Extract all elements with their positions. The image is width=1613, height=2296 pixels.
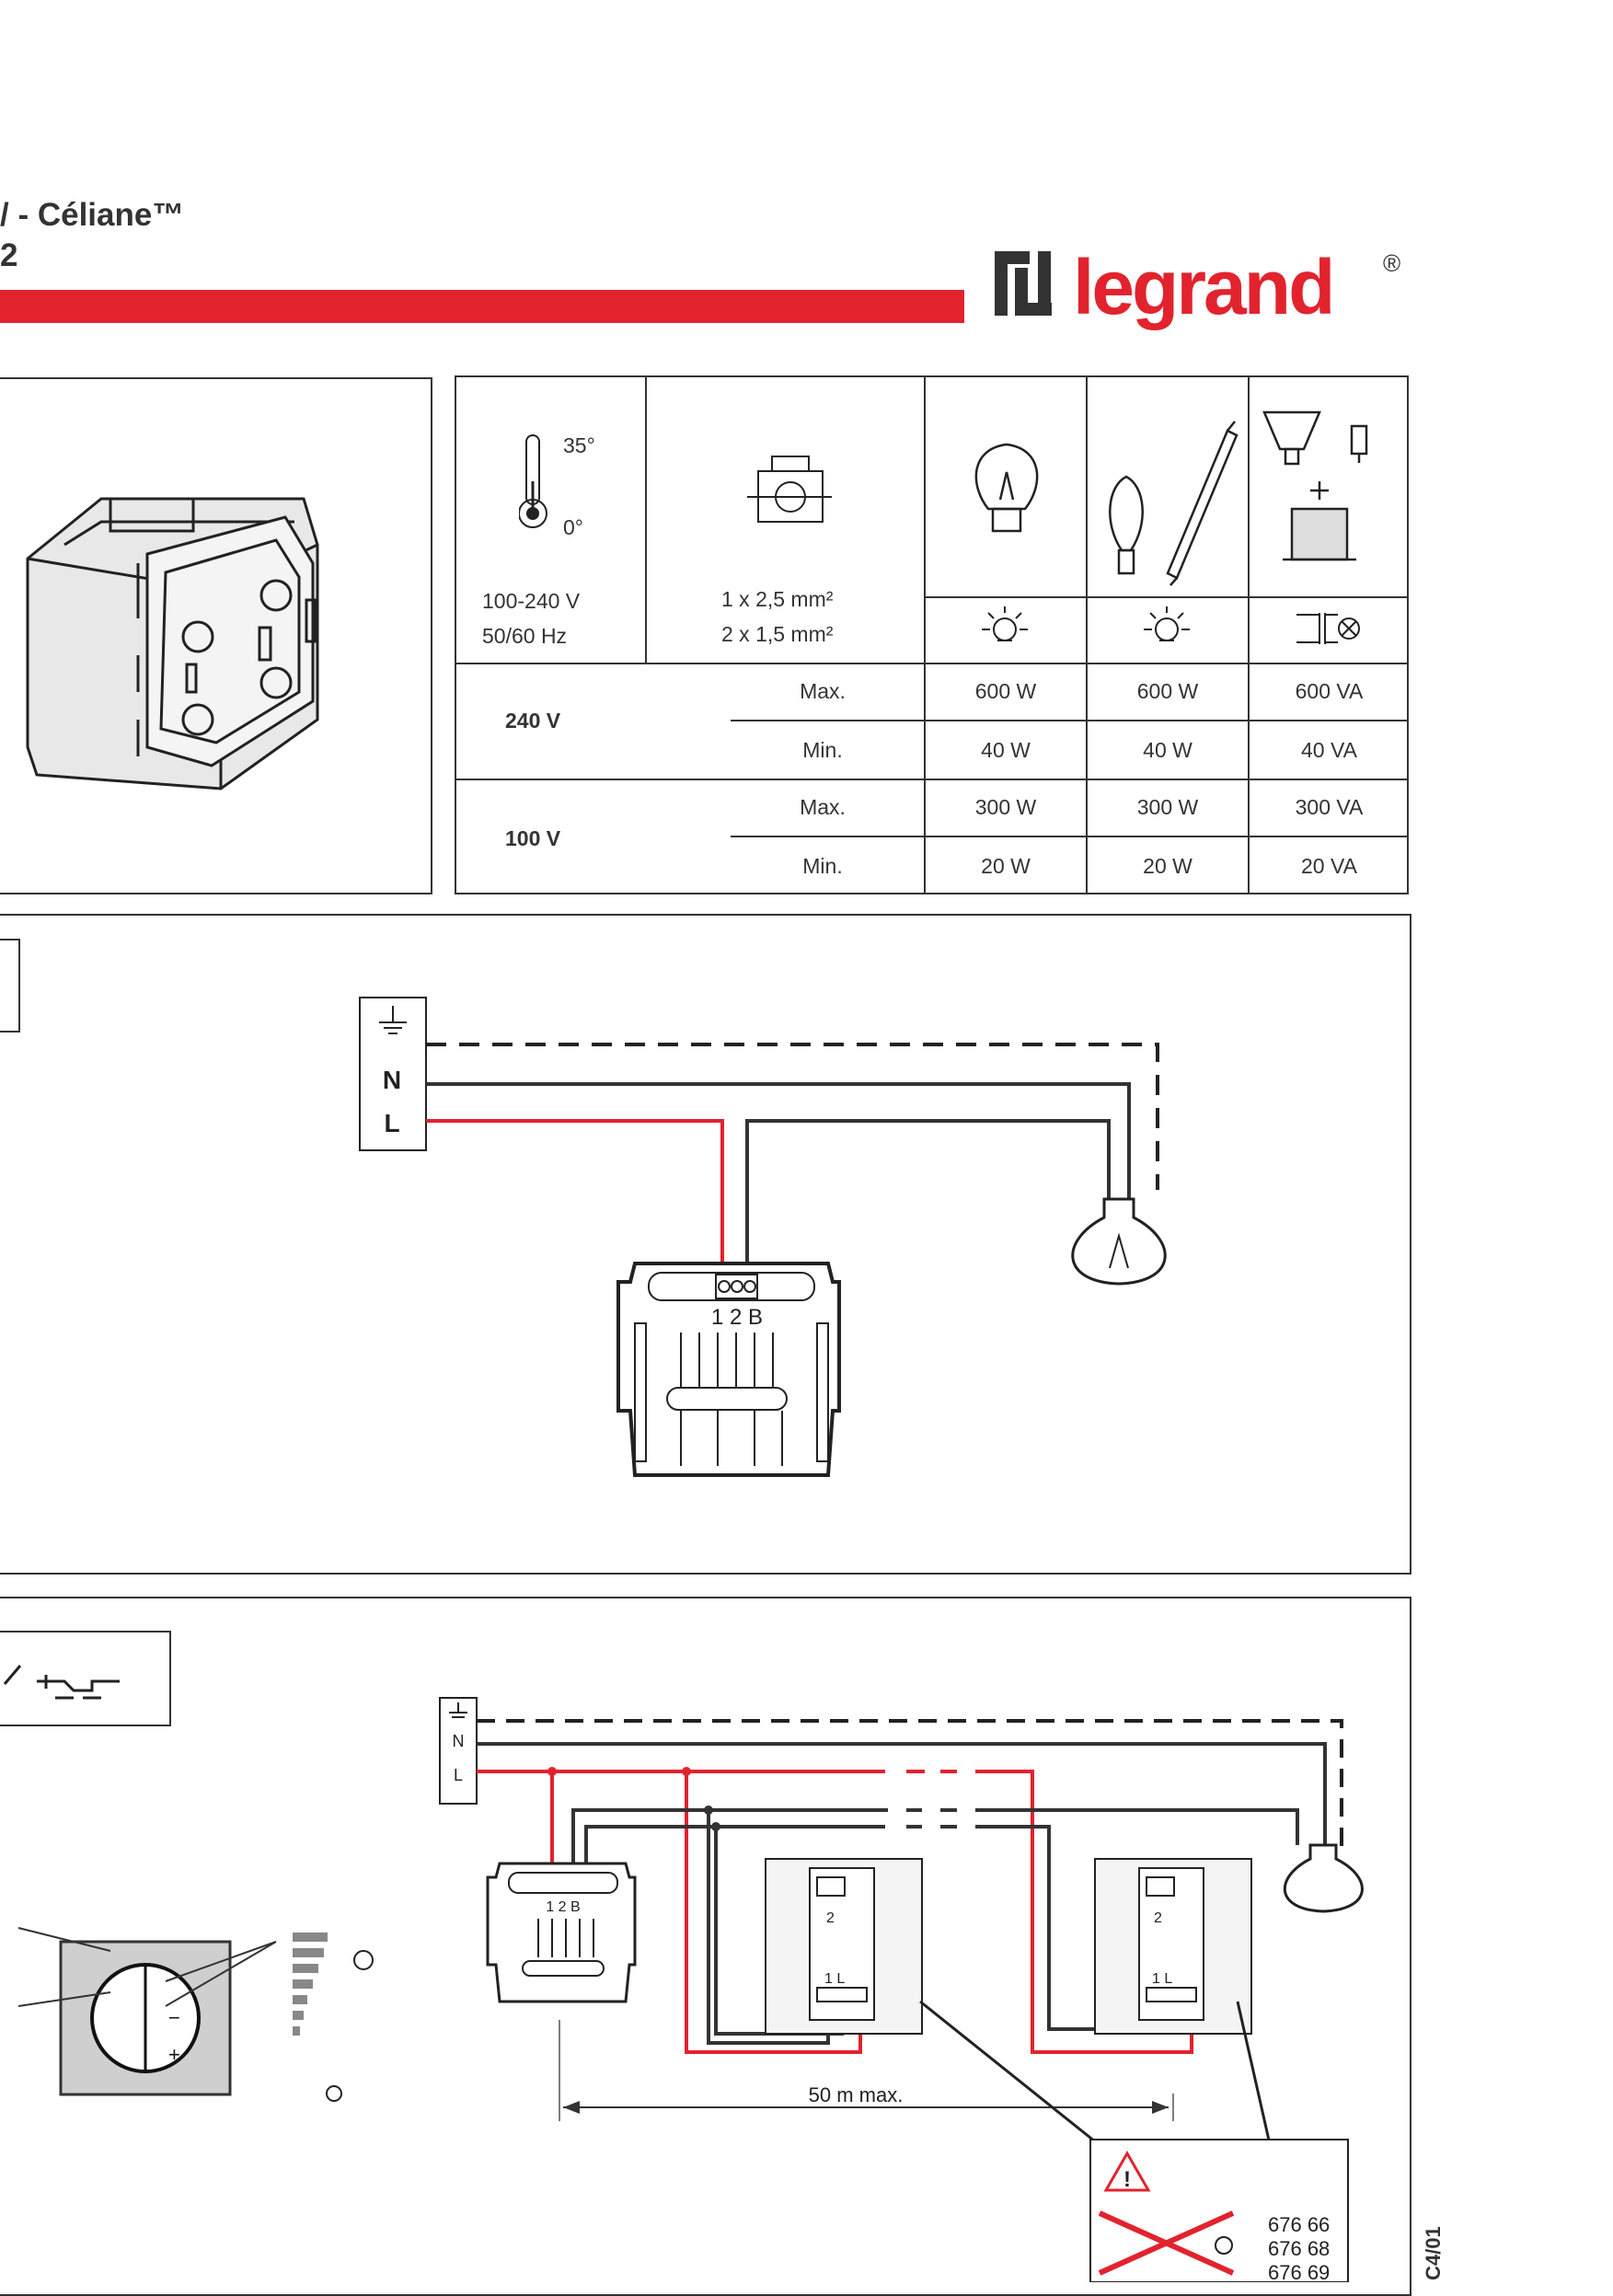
voltage-range: 100-240 V <box>482 589 581 613</box>
dimmer-terminals: 1 2 B <box>546 1899 580 1915</box>
halogen-lamp-icon <box>1109 421 1239 586</box>
knob-minus: − <box>168 2006 180 2029</box>
spec-table: 35° 0° 100-240 V 50/60 Hz 1 x 2,5 mm² 2 … <box>455 375 1409 894</box>
wire-spec-1: 1 x 2,5 mm² <box>721 587 834 611</box>
dimmer-module-illustration <box>26 497 319 790</box>
wiring-diagram-1 <box>0 914 1411 1575</box>
brand-text: legrand <box>1073 244 1332 330</box>
diagram2-label-box <box>0 1631 171 1726</box>
table-divider <box>924 596 1409 598</box>
value-cell: 300 W <box>1136 795 1199 819</box>
max-label: Max. <box>800 795 846 819</box>
lamp-symbol-icon <box>1144 606 1190 641</box>
value-cell: 600 W <box>974 679 1037 703</box>
value-cell: 40 W <box>1143 738 1192 762</box>
registered-mark: ® <box>1383 249 1400 277</box>
transformer-lamp-symbol-icon <box>1296 613 1360 644</box>
product-title: / - Céliane™ <box>0 197 185 233</box>
table-divider <box>731 720 1409 721</box>
red-header-bar <box>0 290 964 323</box>
value-cell: 300 W <box>974 795 1037 819</box>
wiring-diagram-1-drawing: N L 1 2 B <box>359 997 1167 1477</box>
document-code: C4/01 <box>1422 2226 1445 2280</box>
knob-plus: + <box>168 2043 180 2066</box>
value-cell: 20 VA <box>1301 854 1357 878</box>
incandescent-bulb-icon <box>974 443 1039 533</box>
diagram1-label-box <box>0 939 20 1033</box>
table-divider <box>645 375 647 663</box>
value-cell: 40 W <box>981 738 1031 762</box>
lv-halogen-transformer-icon <box>1262 410 1368 561</box>
thermometer-icon <box>519 434 547 528</box>
ref-number: 676 66 <box>1268 2213 1330 2236</box>
lamp-symbol-icon <box>982 606 1028 641</box>
table-divider <box>924 375 926 894</box>
wiring-diagram-2-drawing: + − N L 1 2 B 2 1 L 2 1 L 50 m max. ! 67… <box>3 1665 1364 2282</box>
terminal-n: N <box>383 1066 401 1094</box>
temp-high: 35° <box>563 433 595 457</box>
value-cell: 600 VA <box>1295 679 1364 703</box>
terminal-screw-icon <box>747 456 832 523</box>
wire-spec-2: 2 x 1,5 mm² <box>721 622 834 646</box>
terminal-n: N <box>453 1732 465 1750</box>
row-voltage-240: 240 V <box>505 709 561 733</box>
value-cell: 20 W <box>981 854 1031 878</box>
table-divider <box>1086 375 1088 894</box>
distance-label: 50 m max. <box>809 2083 904 2106</box>
product-subtitle: 2 <box>0 237 18 273</box>
switch-terminal-bottom: 1 L <box>1152 1971 1172 1987</box>
table-divider <box>1248 375 1250 894</box>
ref-number: 676 68 <box>1268 2237 1330 2260</box>
legrand-logo: legrand ® <box>992 235 1406 354</box>
table-divider <box>455 779 1409 780</box>
max-label: Max. <box>800 679 846 703</box>
value-cell: 40 VA <box>1301 738 1357 762</box>
value-cell: 20 W <box>1143 854 1192 878</box>
value-cell: 300 VA <box>1295 795 1364 819</box>
product-image-box <box>0 377 432 894</box>
switch-terminal-top: 2 <box>826 1910 835 1926</box>
temp-low: 0° <box>563 515 583 539</box>
terminal-numbers: 1 2 B <box>711 1305 763 1330</box>
table-divider <box>731 836 1409 837</box>
ref-number: 676 69 <box>1268 2261 1330 2282</box>
terminal-l: L <box>384 1109 399 1137</box>
spec-table-border <box>455 375 1409 894</box>
terminal-l: L <box>454 1766 463 1784</box>
switch-terminal-top: 2 <box>1154 1910 1162 1926</box>
table-divider <box>455 663 1409 664</box>
switch-terminal-bottom: 1 L <box>824 1971 845 1987</box>
min-label: Min. <box>802 854 843 878</box>
warning-icon: ! <box>1123 2167 1131 2192</box>
value-cell: 600 W <box>1136 679 1199 703</box>
min-label: Min. <box>802 738 843 762</box>
row-voltage-100: 100 V <box>505 826 561 850</box>
frequency: 50/60 Hz <box>482 624 568 648</box>
